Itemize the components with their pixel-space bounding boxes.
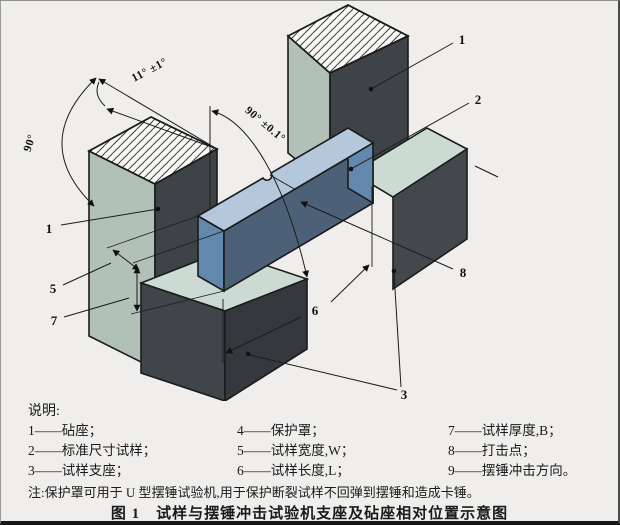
width-ext-front [132, 230, 225, 264]
dot-anvil-left [155, 206, 161, 212]
legend-item-2: 2——标准尺寸试样； [28, 443, 157, 458]
leader-7 [63, 297, 130, 318]
leader-dots [155, 86, 397, 357]
leader-1-left [60, 208, 159, 226]
legend-item-4: 4——保护罩； [237, 423, 325, 438]
legend-grid: 1——砧座； 2——标准尺寸试样； 3——试样支座； 4——保护罩； 5——试样… [28, 421, 606, 481]
angle-11-arc [96, 81, 106, 107]
legend: 说明: 1——砧座； 2——标准尺寸试样； 3——试样支座； 4——保护罩； 5… [1, 400, 618, 501]
callout-anvil-right: 1 [459, 32, 466, 47]
dot-anvil-right [368, 86, 374, 92]
legend-item-3: 3——试样支座； [28, 463, 130, 478]
legend-note: 注:保护罩可用于 U 型摆锤试验机,用于保护断裂试样不回弹到摆锤和造成卡锤。 [28, 485, 480, 500]
legend-item-6: 6——试样长度,L； [237, 463, 350, 478]
support-right-front-face [392, 147, 468, 291]
dot-support-left [245, 351, 251, 357]
dimension-lines [61, 77, 499, 363]
angle-11-upper-leg [98, 78, 218, 150]
legend-item-7: 7——试样厚度,B； [448, 423, 562, 438]
length-dimension-right-segment [330, 264, 370, 303]
angle-label-90: 90° [22, 133, 39, 153]
leader-3-branch-right [393, 272, 402, 388]
leader-3-branch-left [249, 354, 398, 391]
impact-test-diagram: 1 1 2 3 5 6 7 8 11° ±1° 90° 90° ±0.1° [22, 3, 499, 401]
anvil-right-hatched-top-face [286, 3, 411, 75]
dot-support-right [391, 268, 397, 274]
legend-heading: 说明: [28, 404, 60, 419]
callout-length: 6 [312, 303, 319, 318]
support-right-block [351, 127, 469, 291]
callout-specimen: 2 [475, 92, 482, 107]
legend-item-9: 9——摆锤冲击方向。 [448, 463, 577, 478]
specimen-bar [196, 126, 375, 293]
callout-width: 5 [50, 281, 57, 296]
angle-90-01-arc [211, 109, 310, 278]
angle-90-arc [61, 77, 97, 207]
callout-thickness: 7 [51, 313, 58, 328]
thickness-ext-bottom [130, 290, 225, 315]
leader-2 [350, 102, 470, 170]
callout-strike-point: 8 [460, 265, 467, 280]
legend-column-2: 4——保护罩； 5——试样宽度,W； 6——试样长度,L； [237, 421, 448, 481]
legend-column-3: 7——试样厚度,B； 8——打击点； 9——摆锤冲击方向。 [448, 421, 606, 481]
length-dimension-left-segment [225, 316, 302, 354]
callout-support: 3 [401, 387, 408, 401]
leader-8 [300, 201, 454, 270]
dot-specimen [348, 166, 354, 172]
callout-leaders [60, 42, 470, 391]
figure-caption: 图 1 试样与摆锤冲击试验机支座及砧座相对位置示意图 [110, 506, 509, 522]
leader-1-right [370, 42, 454, 90]
legend-column-1: 1——砧座； 2——标准尺寸试样； 3——试样支座； [28, 421, 237, 481]
callout-anvil-left: 1 [46, 221, 53, 236]
support-left-right-face [224, 277, 308, 401]
leader-5 [62, 262, 112, 286]
width-ext-back [106, 215, 199, 249]
impact-direction-line [474, 165, 499, 178]
legend-item-5: 5——试样宽度,W； [237, 443, 355, 458]
angle-11-lower-leg [106, 107, 218, 150]
legend-item-1: 1——砧座； [28, 423, 103, 438]
angle-label-11: 11° ±1° [130, 56, 170, 85]
legend-item-8: 8——打击点； [448, 443, 536, 458]
support-left-front-face [140, 281, 226, 401]
